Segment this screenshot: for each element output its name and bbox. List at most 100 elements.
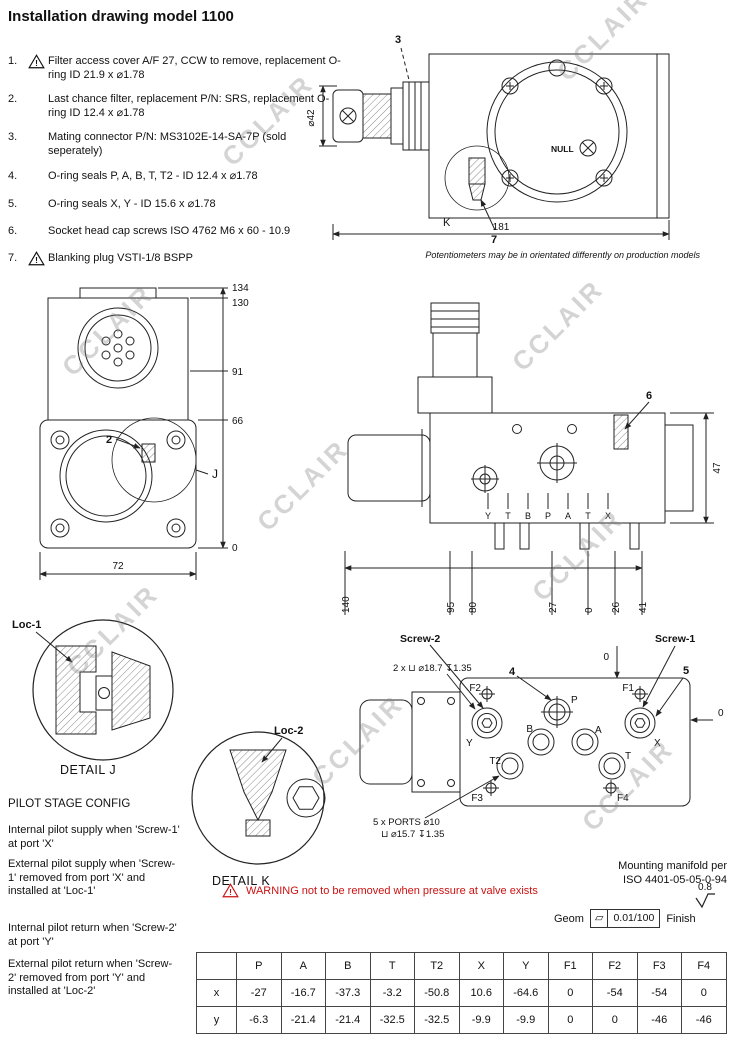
loc-1-label: Loc-1 (12, 619, 41, 631)
finish-label: Finish (666, 912, 696, 925)
counterbore-note: 2 x ⊔ ⌀18.7 ↧1.35 (393, 663, 472, 674)
detail-j-ref-label: J (212, 467, 218, 481)
coord-cell: -6.3 (236, 1006, 282, 1034)
flatness-value: 0.01/100 (613, 912, 655, 924)
svg-text:!: ! (35, 58, 38, 68)
dim-41: 41 (638, 601, 649, 613)
zero-dim-top: 0 (603, 652, 609, 663)
ports-note-line1: 5 x PORTS ⌀10 (373, 817, 440, 828)
pilot-paragraph-1: Internal pilot supply when 'Screw-1' at … (8, 824, 180, 850)
port-letter-t: T (505, 511, 511, 521)
dim-140: 140 (341, 596, 352, 613)
row-label: y (196, 1006, 237, 1034)
row-label: x (196, 979, 237, 1007)
pilot-paragraph-3: Internal pilot return when 'Screw-2' at … (8, 922, 177, 948)
label-a: A (595, 725, 602, 736)
coord-cell: -46 (636, 1006, 682, 1034)
port-letter-x: X (605, 511, 611, 521)
coord-cell: -3.2 (369, 979, 415, 1007)
port-t2 (496, 752, 524, 780)
coord-cell: -32.5 (369, 1006, 415, 1034)
label-f2: F2 (469, 683, 481, 694)
screw-1-callout: Screw-1 (655, 633, 695, 645)
note-item-6: 6. Socket head cap screws ISO 4762 M6 x … (8, 225, 342, 239)
flange-bolt-holes (50, 430, 186, 538)
note-item-4: 4. O-ring seals P, A, B, T, T2 - ID 12.4… (8, 170, 342, 184)
port-letter-b: B (525, 511, 531, 521)
note-number: 5. (8, 198, 18, 210)
detail-k-caption: DETAIL K (212, 874, 271, 888)
port-coordinates-table: P A B T T2 X Y F1 F2 F3 F4 x -27 -16.7 -… (196, 952, 727, 1034)
port-a (571, 728, 599, 756)
cover-screws (501, 59, 613, 187)
note-number: 4. (8, 170, 18, 182)
callout-7: 7 (491, 234, 497, 246)
note-text: O-ring seals X, Y - ID 15.6 x ⌀1.78 (48, 198, 216, 210)
header-cell: T (369, 952, 415, 980)
warning-icon: ! (28, 54, 48, 69)
port-letter-t2: T (585, 511, 591, 521)
dim-47: 47 (712, 462, 723, 474)
callout-6: 6 (646, 390, 652, 402)
port-letter-y: Y (485, 511, 491, 521)
mounting-manifold-note: Mounting manifold per ISO 4401-05-05-0-9… (545, 859, 727, 887)
callout-5: 5 (683, 665, 689, 677)
label-t2: T2 (489, 756, 501, 767)
header-cell (196, 952, 237, 980)
label-y: Y (466, 738, 473, 749)
note-item-7: 7. ! Blanking plug VSTI-1/8 BSPP (8, 251, 342, 266)
coord-cell: -27 (236, 979, 282, 1007)
screw-2-callout: Screw-2 (400, 633, 440, 645)
warning-icon-red: ! (222, 883, 239, 898)
detail-j-drawing: Loc-1 (12, 619, 174, 761)
header-cell: P (236, 952, 282, 980)
label-f3: F3 (471, 793, 483, 804)
dim-80: 80 (468, 601, 479, 613)
dim-134: 134 (232, 283, 249, 294)
header-cell: T2 (414, 952, 460, 980)
loc-2-label: Loc-2 (274, 725, 303, 737)
header-cell: F3 (636, 952, 682, 980)
pilot-paragraph-2: External pilot supply when 'Screw-1' rem… (8, 858, 176, 897)
table-row-y: y -6.3 -21.4 -21.4 -32.5 -32.5 -9.9 -9.9… (196, 1006, 727, 1034)
note-item-1: 1. ! Filter access cover A/F 27, CCW to … (8, 54, 342, 82)
coord-cell: -9.9 (503, 1006, 549, 1034)
svg-text:!: ! (229, 887, 232, 897)
note-text: Filter access cover A/F 27, CCW to remov… (48, 55, 341, 81)
label-x: X (654, 738, 661, 749)
header-cell: F4 (681, 952, 727, 980)
coord-cell: 10.6 (458, 979, 504, 1007)
coord-cell: 0 (592, 1006, 638, 1034)
warning-text: WARNING not to be removed when pressure … (246, 885, 538, 897)
coord-cell: -37.3 (325, 979, 371, 1007)
socket-screw-section (613, 414, 629, 450)
null-adjust-icon (579, 139, 597, 157)
header-cell: Y (503, 952, 549, 980)
note-number: 7. (8, 252, 18, 264)
connector-pins (101, 329, 135, 367)
note-number: 2. (8, 93, 18, 105)
coord-cell: -16.7 (280, 979, 326, 1007)
port-letter-p: P (545, 511, 551, 521)
coord-cell: 0 (547, 1006, 593, 1034)
dim-26: 26 (611, 601, 622, 613)
table-header-row: P A B T T2 X Y F1 F2 F3 F4 (196, 952, 727, 980)
coord-cell: -46 (681, 1006, 727, 1034)
svg-text:!: ! (35, 255, 38, 265)
pilot-paragraph-4: External pilot return when 'Screw-2' rem… (8, 958, 173, 997)
dim-130: 130 (232, 298, 249, 309)
header-cell: X (458, 952, 504, 980)
note-text: Mating connector P/N: MS3102E-14-SA-7P (… (48, 131, 287, 157)
label-p: P (571, 695, 578, 706)
label-f4: F4 (617, 793, 629, 804)
ports-note-line2: ⊔ ⌀15.7 ↧1.35 (381, 829, 444, 840)
note-number: 6. (8, 225, 18, 237)
port-t (598, 752, 626, 780)
port-letter-a: A (565, 511, 571, 521)
header-cell: A (280, 952, 326, 980)
callout-2: 2 (106, 434, 112, 446)
dim-0: 0 (584, 607, 595, 613)
coord-cell: -32.5 (414, 1006, 460, 1034)
label-b: B (526, 724, 533, 735)
